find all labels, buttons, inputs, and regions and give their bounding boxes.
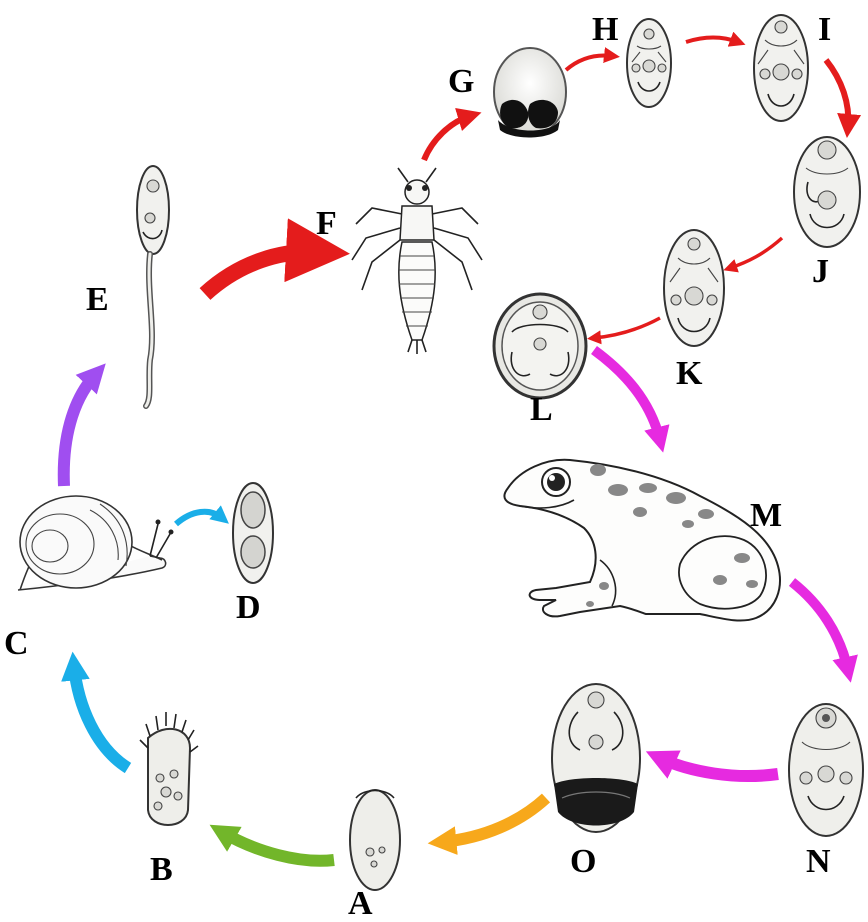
label-e: E (86, 281, 109, 318)
label-m: M (750, 497, 782, 534)
stage-f-larva (352, 168, 482, 354)
label-o: O (570, 843, 596, 880)
arrow-b-to-c (74, 666, 128, 768)
stage-c-snail (18, 496, 174, 590)
arrow-g-to-h (566, 56, 612, 70)
stage-m-frog (504, 460, 780, 621)
stage-d-sporocyst (233, 483, 273, 583)
label-d: D (236, 589, 261, 626)
stage-i-cell (754, 15, 808, 121)
label-c: C (4, 625, 29, 662)
stage-n-cell (789, 704, 863, 836)
arrow-n-to-o (660, 758, 778, 776)
stage-g-egg (494, 48, 566, 138)
label-a: A (348, 885, 373, 922)
arrow-e-to-f (205, 252, 318, 294)
arrow-c-to-d (176, 512, 222, 524)
stage-a-egg (350, 790, 400, 890)
stage-o-cell (552, 684, 640, 832)
arrow-o-to-a (442, 798, 546, 842)
label-j: J (812, 253, 829, 290)
label-k: K (676, 355, 703, 392)
stage-labels: A B C D E F G H I J K L M N O (4, 11, 831, 922)
stage-h-cell (627, 19, 671, 107)
arrow-k-to-l (594, 318, 660, 338)
stage-l-cyst (494, 294, 586, 398)
stage-e-cercaria (137, 166, 169, 406)
label-i: I (818, 11, 831, 48)
label-n: N (806, 843, 831, 880)
stage-b-miracidium (140, 712, 198, 825)
arrow-l-to-m (594, 350, 660, 440)
label-g: G (448, 63, 474, 100)
stage-j-cell (794, 137, 860, 247)
arrow-c-to-e (64, 374, 96, 486)
arrow-f-to-g (424, 116, 470, 160)
stage-k-cell (664, 230, 724, 346)
arrow-h-to-i (686, 38, 738, 43)
arrow-i-to-j (826, 60, 848, 126)
arrow-j-to-k (730, 238, 782, 268)
label-b: B (150, 851, 173, 888)
arrow-a-to-b (222, 832, 334, 861)
label-l: L (530, 391, 553, 428)
label-h: H (592, 11, 618, 48)
arrow-m-to-n (792, 582, 848, 670)
label-f: F (316, 205, 337, 242)
